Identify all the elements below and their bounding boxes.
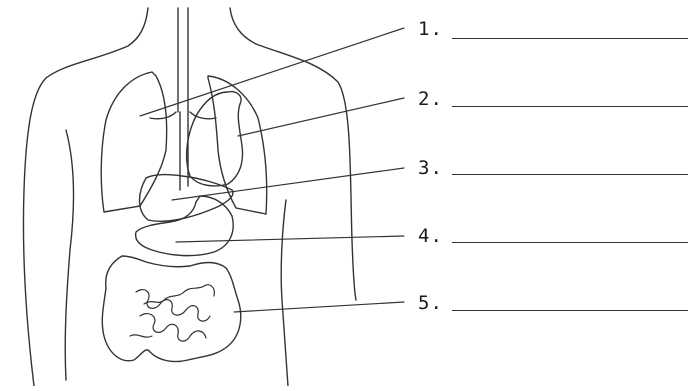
label-number-1: 1.: [418, 20, 443, 39]
leader-line-5: [234, 302, 404, 312]
label-number-5: 5.: [418, 294, 443, 313]
answer-blank-3[interactable]: [452, 174, 688, 175]
label-number-2: 2.: [418, 90, 443, 109]
small-intestine: [130, 285, 214, 341]
heart: [187, 92, 243, 186]
leader-line-2: [238, 98, 404, 136]
trachea: [150, 8, 216, 190]
answer-blank-4[interactable]: [452, 242, 688, 243]
label-number-4: 4.: [418, 227, 443, 246]
leader-line-1: [140, 28, 404, 116]
label-number-3: 3.: [418, 159, 443, 178]
answer-blank-2[interactable]: [452, 106, 688, 107]
answer-blank-1[interactable]: [452, 38, 688, 39]
leader-line-3: [172, 168, 404, 200]
stomach: [136, 196, 234, 256]
answer-blank-5[interactable]: [452, 310, 688, 311]
leader-line-4: [176, 236, 404, 242]
